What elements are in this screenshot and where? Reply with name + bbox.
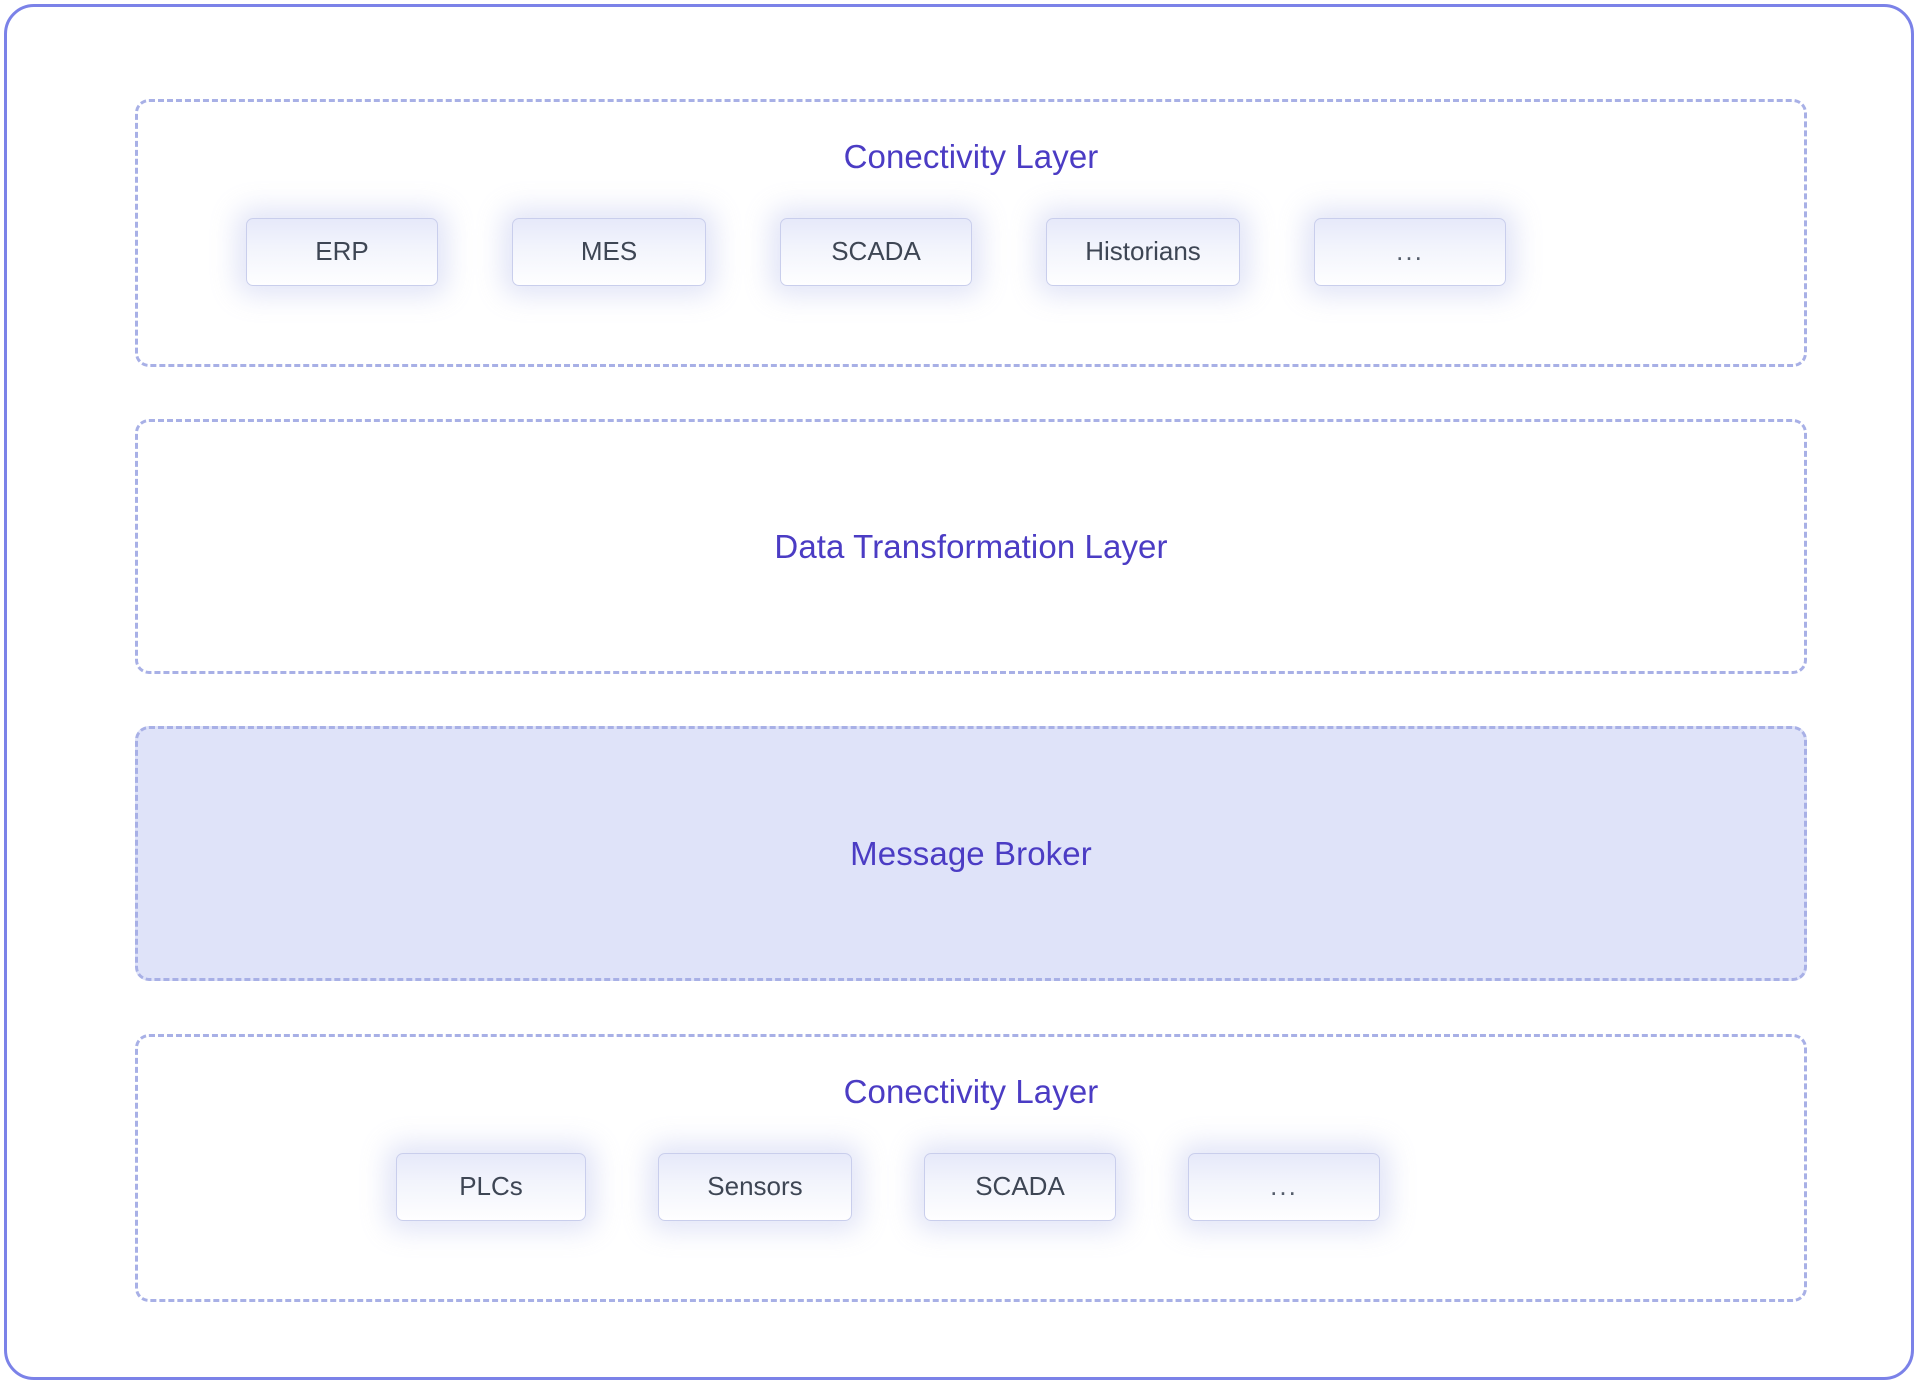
chip-scada[interactable]: SCADA bbox=[780, 217, 972, 286]
layer-title-message-broker: Message Broker bbox=[850, 834, 1092, 872]
chip-sensors[interactable]: Sensors bbox=[658, 1152, 852, 1221]
chip-scada-bottom[interactable]: SCADA bbox=[924, 1152, 1116, 1221]
layers-stack: Conectivity Layer ERP MES SCADA Historia… bbox=[135, 99, 1807, 1302]
layer-panel-message-broker[interactable]: Message Broker bbox=[135, 726, 1807, 981]
layer-panel-connectivity-bottom[interactable]: Conectivity Layer PLCs Sensors SCADA ... bbox=[135, 1034, 1807, 1302]
chip-more-top[interactable]: ... bbox=[1314, 217, 1506, 286]
outer-frame: Conectivity Layer ERP MES SCADA Historia… bbox=[4, 4, 1914, 1380]
layer-panel-data-transformation[interactable]: Data Transformation Layer bbox=[135, 419, 1807, 674]
layer-panel-connectivity-top[interactable]: Conectivity Layer ERP MES SCADA Historia… bbox=[135, 99, 1807, 367]
chip-row-bottom: PLCs Sensors SCADA ... bbox=[138, 1152, 1804, 1221]
layer-title-data-transformation: Data Transformation Layer bbox=[774, 527, 1168, 565]
layer-title-connectivity-bottom: Conectivity Layer bbox=[843, 1073, 1099, 1110]
layer-title-connectivity-top: Conectivity Layer bbox=[843, 138, 1099, 175]
chip-historians[interactable]: Historians bbox=[1046, 217, 1240, 286]
chip-plcs[interactable]: PLCs bbox=[396, 1152, 586, 1221]
chip-erp[interactable]: ERP bbox=[246, 217, 438, 286]
chip-row-top: ERP MES SCADA Historians ... bbox=[138, 217, 1804, 286]
chip-mes[interactable]: MES bbox=[512, 217, 706, 286]
chip-more-bottom[interactable]: ... bbox=[1188, 1152, 1380, 1221]
